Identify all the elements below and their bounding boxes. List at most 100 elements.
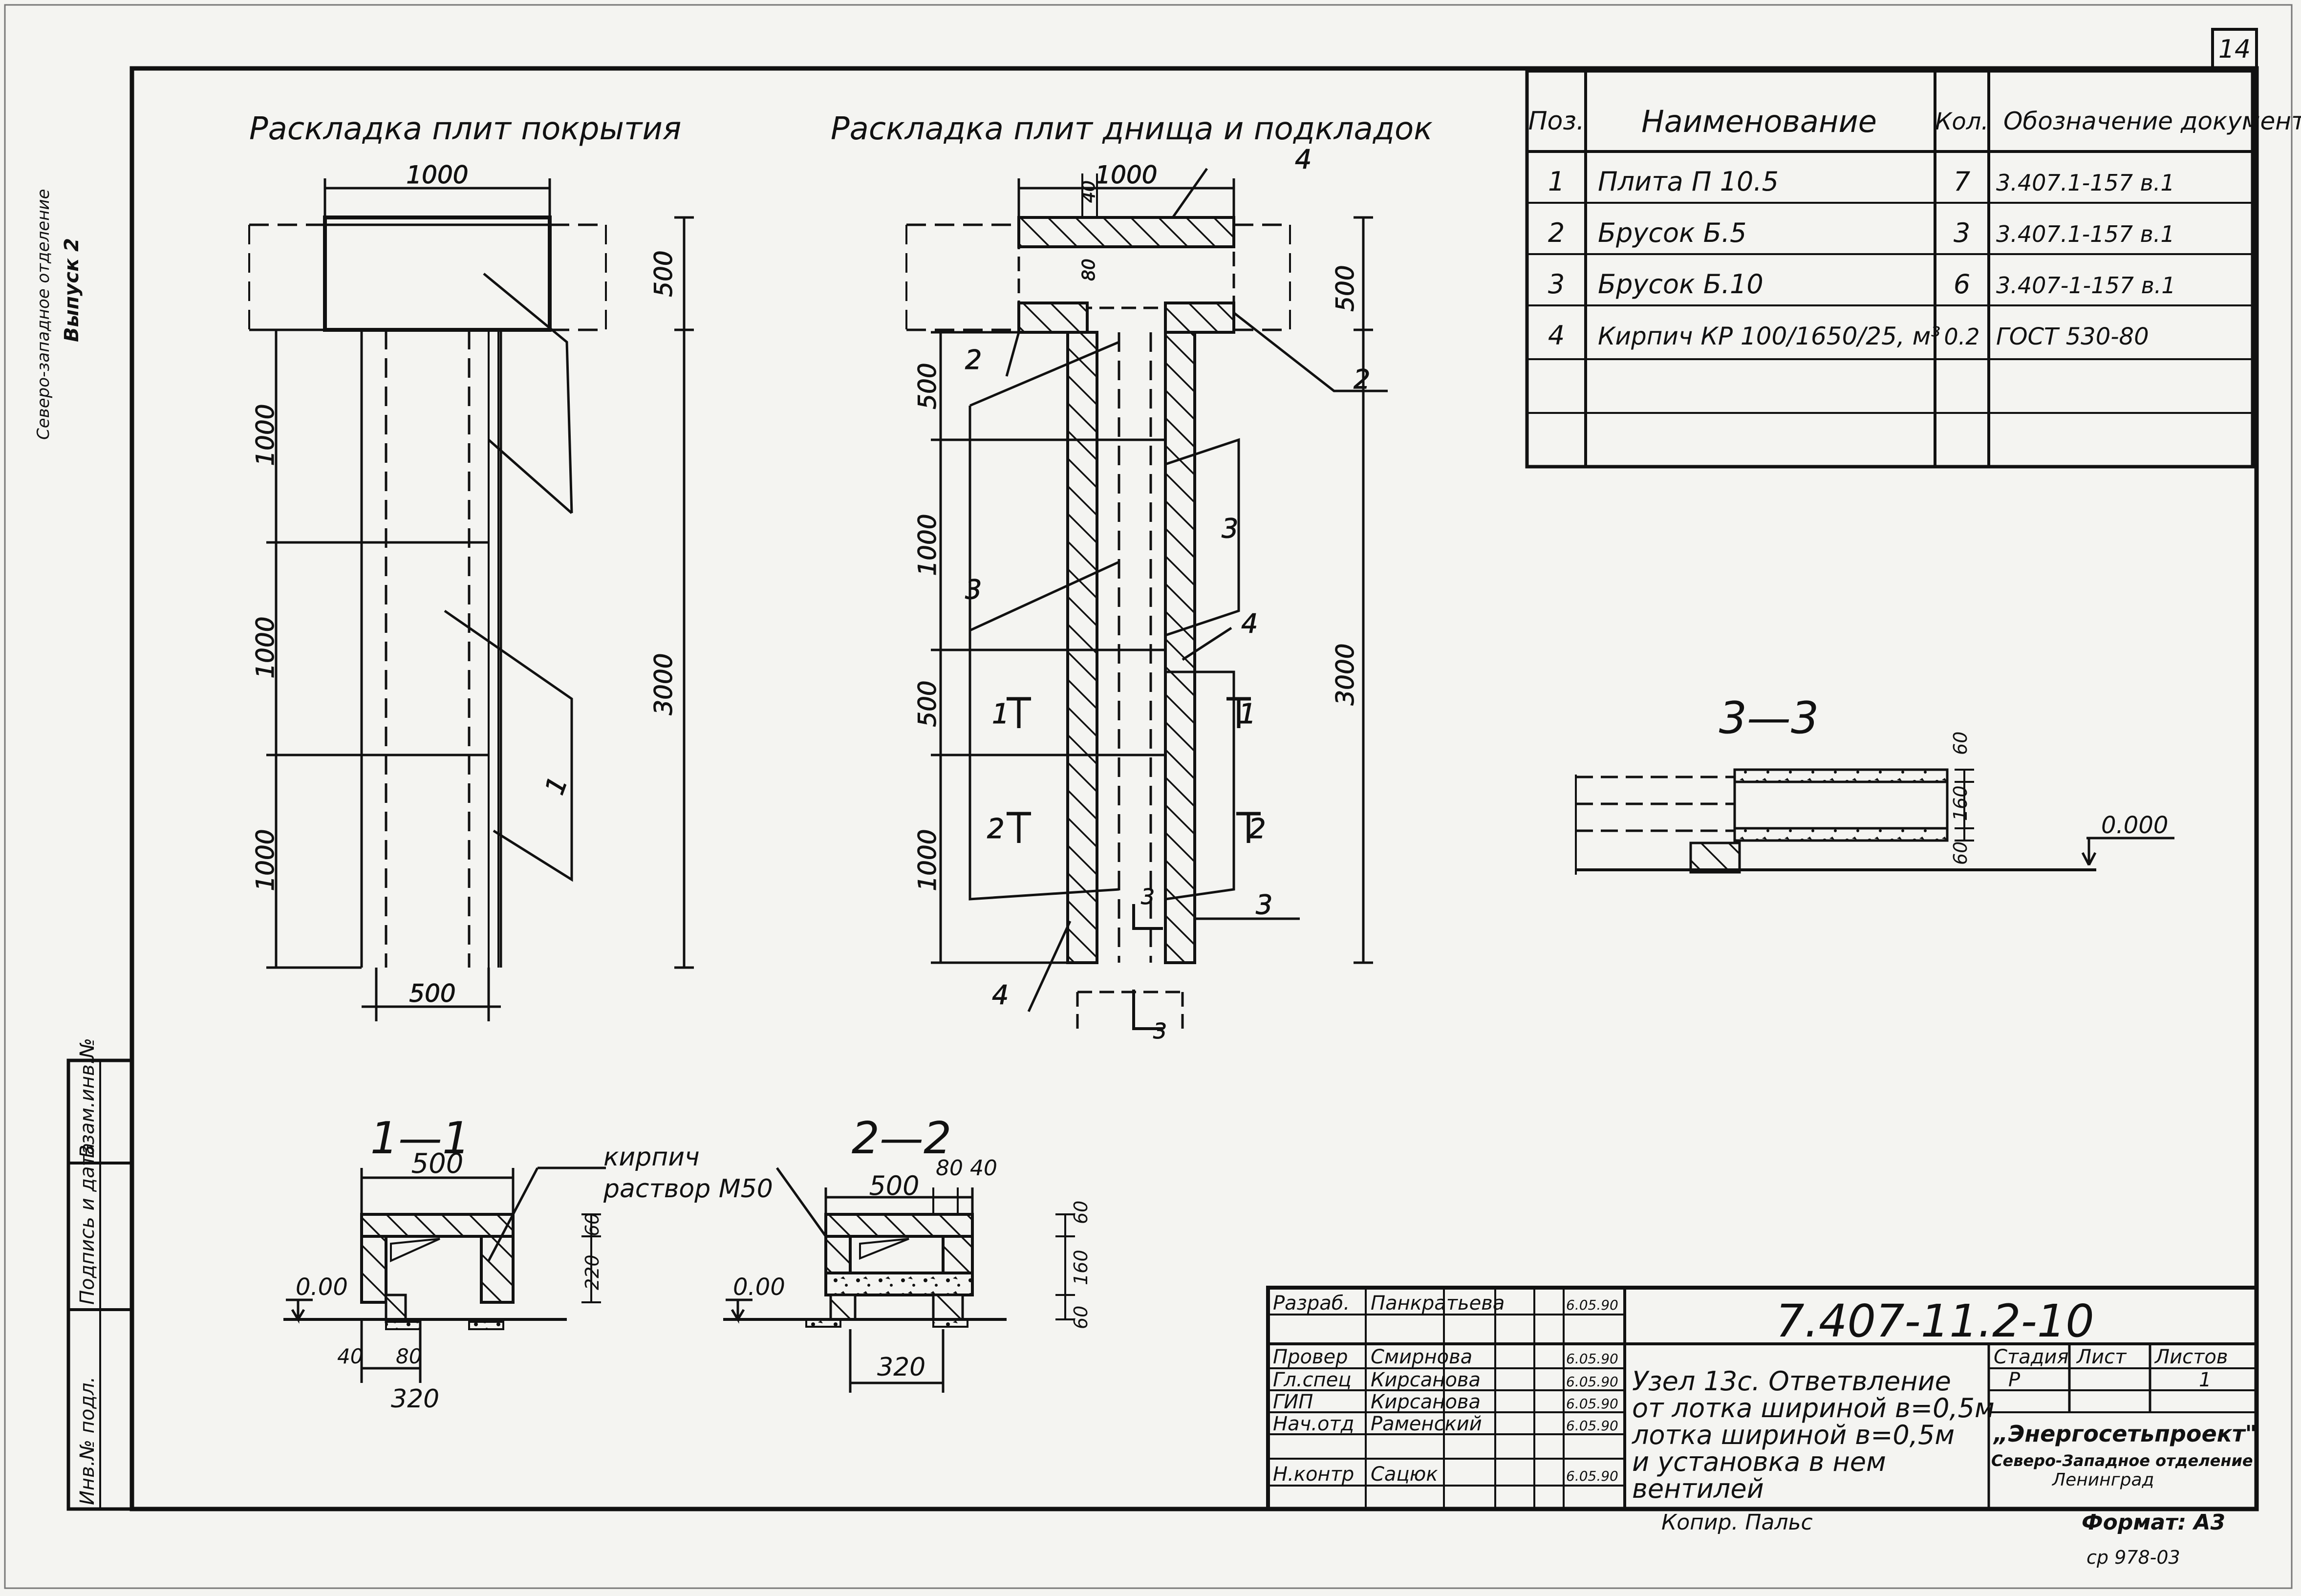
spec-header-doc: Обозначение документа (2003, 107, 2301, 135)
section-marks: 1 1 2 2 3 3 (987, 698, 1267, 1044)
spec-r4-name: Кирпич КР 100/1650/25, м³ (1598, 322, 1940, 350)
org-name: „Энергосетьпроект" (1993, 1421, 2257, 1447)
staff-role-6: Н.контр (1273, 1463, 1354, 1486)
copied-by: Копир. Пальс (1661, 1510, 1813, 1535)
staff-name-1: Панкратьева (1371, 1292, 1505, 1315)
spec-r2-qty: 3 (1954, 217, 1970, 248)
pos-label-4-bottom: 4 (992, 980, 1009, 1011)
s22-dim-60-bottom: 60 (1070, 1306, 1092, 1329)
bottom-left-seg-1: 500 (913, 363, 942, 409)
spec-header-name: Наименование (1641, 104, 1877, 139)
pos-label-2-right: 2 (1354, 364, 1370, 395)
doc-code: 7.407-11.2-10 (1776, 1295, 2094, 1347)
cover-right-500: 500 (649, 250, 678, 297)
s11-dim-40: 40 (337, 1344, 363, 1368)
spec-r2-pos: 2 (1548, 217, 1565, 248)
desc-line-5: вентилей (1632, 1473, 1764, 1504)
sheet-number-box: 14 (2211, 28, 2258, 70)
side-text-org: Северо-западное отделение (34, 189, 53, 440)
spec-r4-doc: ГОСТ 530-80 (1996, 323, 2149, 350)
staff-name-3: Кирсанова (1371, 1369, 1481, 1391)
staff-name-5: Раменский (1371, 1413, 1482, 1435)
section-2-2-title: 2—2 (852, 1113, 952, 1164)
s22-width: 500 (869, 1170, 919, 1201)
s33-level: 0.000 (2101, 812, 2168, 839)
spec-r3-doc: 3.407-1-157 в.1 (1996, 272, 2176, 299)
staff-role-3: Гл.спец (1273, 1369, 1352, 1391)
org-city: Ленинград (2051, 1470, 2154, 1490)
staff-date-1: 6.05.90 (1566, 1297, 1618, 1313)
org-division: Северо-Западное отделение (1991, 1451, 2253, 1470)
title-bottom-layout: Раскладка плит днища и подкладок (831, 111, 1433, 147)
spec-r4-qty: 0.2 (1944, 324, 1979, 350)
s11-dim-220: 220 (581, 1254, 603, 1290)
cover-bottom-width: 500 (409, 979, 455, 1008)
cover-slab-plan: 1000 500 3000 1000 1000 1000 1 500 (248, 161, 694, 1021)
section-mark-2-left: 2 (987, 813, 1005, 845)
doc-ref: ср 978-03 (2086, 1547, 2180, 1568)
section-1-1: 1—1 500 кирпич раствор М50 60 220 0.00 4… (283, 1113, 773, 1414)
staff-date-2: 6.05.90 (1566, 1351, 1618, 1367)
spec-r1-qty: 7 (1954, 166, 1970, 197)
s11-base: 320 (391, 1384, 439, 1414)
stamp-inv-podl: Инв.№ подл. (76, 1377, 99, 1505)
s22-level: 0.00 (733, 1273, 785, 1301)
desc-line-4: и установка в нем (1632, 1446, 1886, 1477)
section-mark-2-right: 2 (1248, 813, 1266, 845)
bottom-slab-plan: 1000 40 80 500 3000 500 1000 500 1000 4 … (905, 144, 1388, 1044)
cover-left-seg-1: 1000 (251, 404, 280, 466)
s22-dim-60-top: 60 (1070, 1201, 1092, 1224)
s22-dim-160: 160 (1070, 1250, 1092, 1285)
s11-label-mortar: раствор М50 (603, 1174, 773, 1204)
bottom-right-total: 3000 (1331, 643, 1359, 705)
spec-r1-doc: 3.407.1-157 в.1 (1996, 170, 2175, 196)
section-mark-3-bottom: 3 (1153, 1019, 1167, 1044)
section-1-1-title: 1—1 (370, 1113, 471, 1164)
s11-level: 0.00 (296, 1273, 348, 1301)
bottom-dim-80: 80 (1079, 259, 1099, 281)
spec-r3-name: Брусок Б.10 (1598, 269, 1763, 300)
pos-label-4-mid: 4 (1241, 608, 1258, 639)
s33-dim-60-bottom: 60 (1950, 841, 1971, 865)
stamp-signature-date: Подпись и дата (76, 1143, 99, 1305)
section-2-2: 2—2 500 80 40 60 160 60 0.00 320 (723, 1113, 1092, 1393)
s11-width: 500 (411, 1148, 464, 1180)
staff-role-1: Разраб. (1273, 1292, 1350, 1315)
stage-value: Р (2008, 1369, 2021, 1391)
spec-r1-pos: 1 (1548, 166, 1565, 197)
left-stamp: Инв.№ подл. Подпись и дата Взам.инв.№ Се… (34, 189, 134, 1511)
staff-date-4: 6.05.90 (1566, 1396, 1618, 1412)
desc-line-2: от лотка шириной в=0,5м (1632, 1393, 1995, 1423)
spec-table (1525, 69, 2255, 469)
pos-label-4-top: 4 (1295, 144, 1312, 175)
staff-date-5: 6.05.90 (1566, 1418, 1618, 1434)
spec-r3-pos: 3 (1548, 269, 1565, 300)
s11-dim-60: 60 (581, 1213, 603, 1236)
spec-r1-name: Плита П 10.5 (1598, 166, 1779, 197)
spec-table-text: Поз. Наименование Кол. Обозначение докум… (1528, 104, 2301, 351)
sheet-header: Лист (2076, 1346, 2127, 1368)
sheets-value: 1 (2199, 1369, 2211, 1391)
sheets-header: Листов (2154, 1346, 2228, 1368)
cover-left-seg-2: 1000 (251, 616, 280, 678)
staff-role-2: Провер (1273, 1346, 1348, 1368)
section-mark-1-right: 1 (1239, 698, 1256, 730)
cover-pos-1: 1 (539, 773, 574, 799)
cover-left-seg-3: 1000 (251, 829, 280, 891)
spec-header-pos: Поз. (1528, 107, 1584, 136)
pos-label-3-left: 3 (965, 574, 982, 605)
sheet-frame (4, 4, 2293, 1589)
staff-role-5: Нач.отд (1273, 1413, 1354, 1435)
bottom-right-500: 500 (1331, 265, 1359, 311)
pos-label-3-right: 3 (1222, 513, 1238, 544)
s11-dim-80: 80 (396, 1344, 422, 1368)
s22-base: 320 (877, 1353, 925, 1382)
stage-header: Стадия (1994, 1346, 2068, 1368)
title-block (1266, 1286, 2258, 1511)
spec-r2-name: Брусок Б.5 (1598, 217, 1746, 248)
title-block-text: 7.407-11.2-10 Разраб. Панкратьева 6.05.9… (1273, 1292, 2257, 1504)
spec-header-qty: Кол. (1935, 108, 1988, 135)
section-3-3: 3—3 60 160 60 0.000 (1575, 692, 2174, 875)
s22-top-dims: 80 40 (936, 1156, 997, 1181)
